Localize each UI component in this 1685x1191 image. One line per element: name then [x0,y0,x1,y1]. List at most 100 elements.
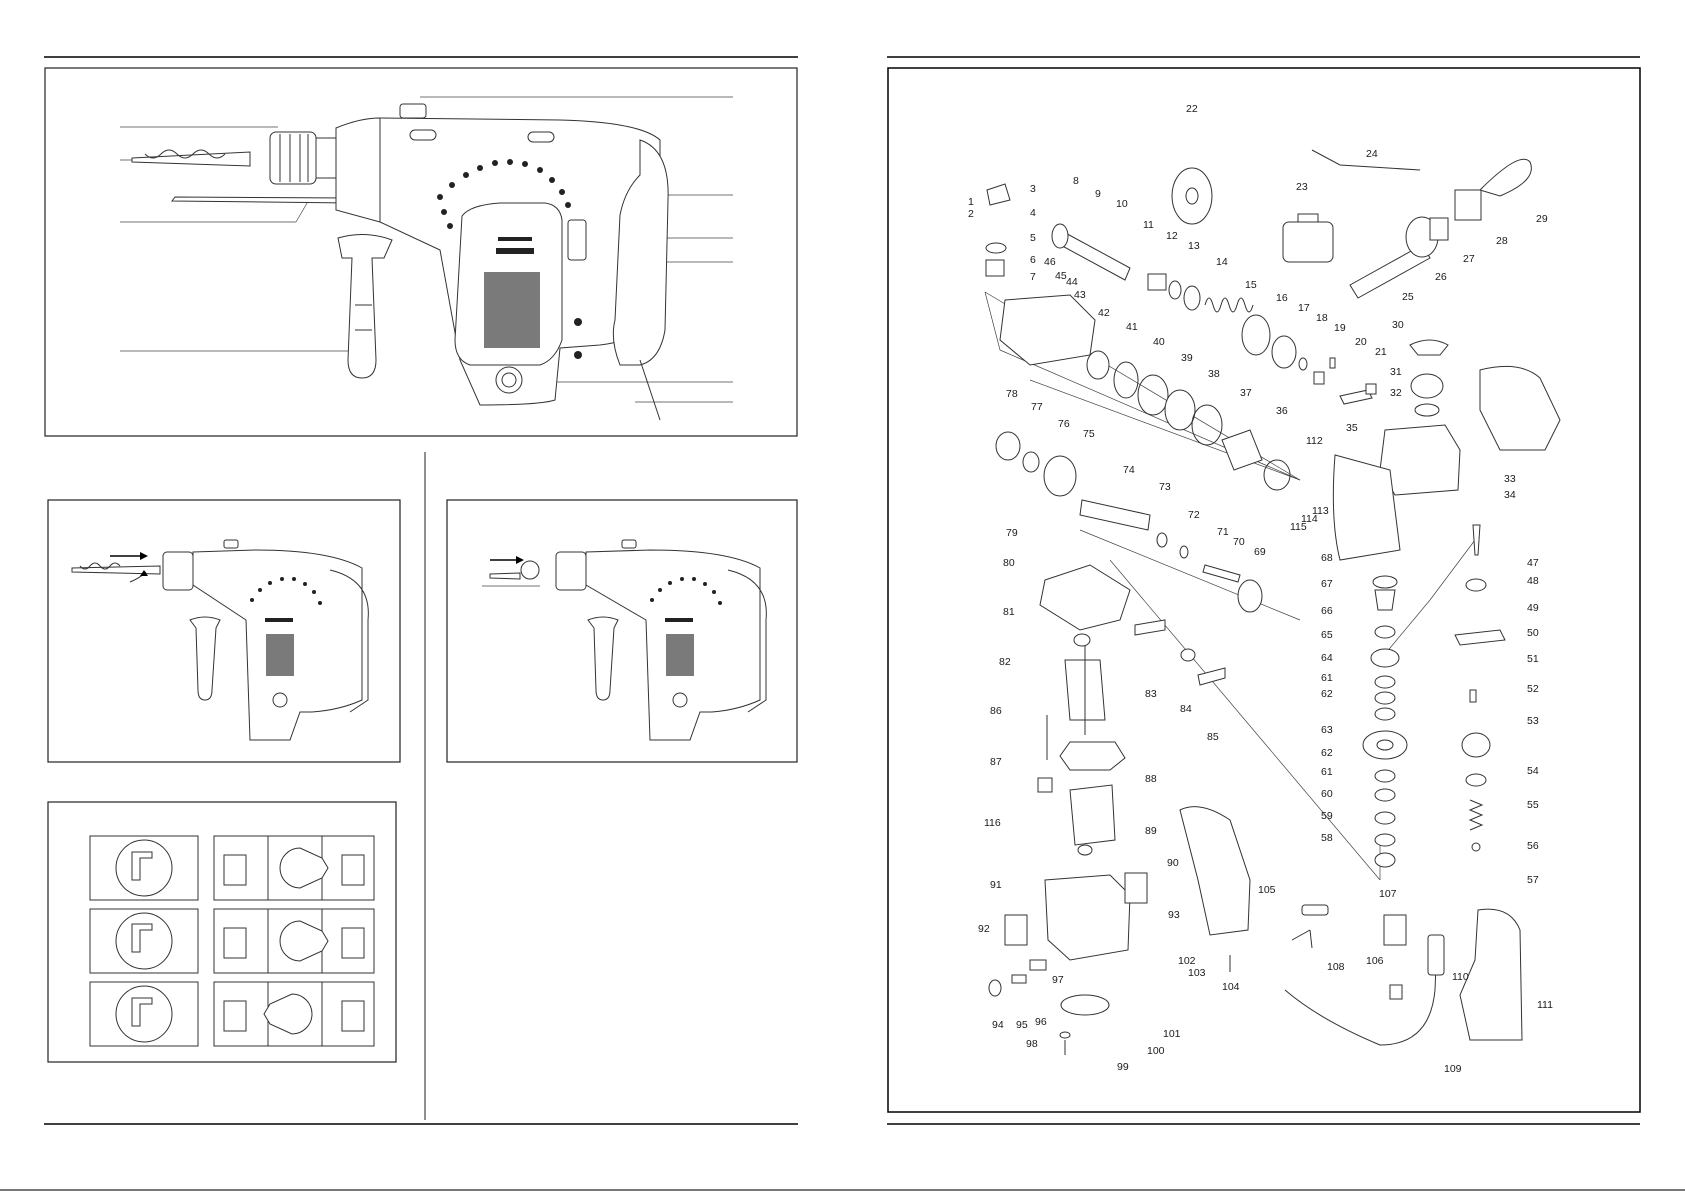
part-shape-60 [1374,811,1396,825]
part-shape-63 [1362,730,1408,760]
part-label-2: 2 [968,208,974,220]
part-shape-20 [1339,389,1373,405]
part-shape-40 [1137,374,1169,416]
rear-handle [612,139,669,366]
part-label-107: 107 [1379,888,1397,900]
part-label-89: 89 [1145,825,1157,837]
part-label-47: 47 [1527,557,1539,569]
part-label-82: 82 [999,656,1011,668]
speed-dial [495,366,523,394]
fig-insert-bit-frame [47,499,401,763]
mode-selector-diagrams [89,835,375,1047]
part-label-113: 113 [1312,505,1329,517]
part-shape-30 [1409,339,1449,356]
part-shape-33 [1479,365,1561,451]
chuck [269,131,317,185]
part-label-75: 75 [1083,428,1095,440]
part-shape-53 [1469,689,1477,703]
part-label-45: 45 [1055,270,1067,282]
part-shape-16 [1271,335,1297,369]
part-label-108: 108 [1327,961,1345,973]
part-label-95: 95 [1016,1019,1028,1031]
part-label-106: 106 [1366,955,1384,967]
part-label-5: 5 [1030,232,1036,244]
part-label-9: 9 [1095,188,1101,200]
part-shape-57 [1471,842,1481,852]
part-shape-95 [1011,974,1027,984]
part-shape-80 [1039,564,1131,631]
part-shape-41 [1113,361,1139,399]
part-label-15: 15 [1245,279,1257,291]
part-shape-91 [1044,874,1131,961]
part-shape-105 [1301,904,1329,916]
part-shape-58 [1374,852,1396,868]
part-labels: 1 2 3 4 5 6 7 8 9 10 11 12 13 14 15 16 1… [968,103,1553,1075]
part-shape-22 [1171,167,1213,225]
part-label-51: 51 [1527,653,1539,665]
part-shape-107 [1383,914,1407,946]
part-label-81: 81 [1003,606,1015,618]
part-label-50: 50 [1527,627,1539,639]
part-label-60: 60 [1321,788,1333,800]
part-shape-106 [1291,929,1313,949]
part-label-91: 91 [990,879,1002,891]
fig-insert-bit [71,539,369,741]
part-label-41: 41 [1126,321,1138,333]
trigger [567,219,587,261]
part-label-24: 24 [1366,148,1378,160]
part-label-18: 18 [1316,312,1328,324]
part-label-90: 90 [1167,857,1179,869]
drill-bit [131,151,251,167]
part-label-12: 12 [1166,230,1178,242]
part-shape-19 [1329,357,1336,369]
part-label-109: 109 [1444,1063,1462,1075]
part-shape-101 [1060,994,1110,1016]
exploded-view-frame [887,67,1641,1113]
depth-stop-rod [171,196,351,204]
part-shape-54 [1461,732,1491,758]
part-shape-31 [1410,373,1444,399]
part-shape-18 [1313,371,1325,385]
mode-knob-right [279,920,329,962]
part-shape-42 [1086,350,1110,380]
part-label-67: 67 [1321,578,1333,590]
part-label-115: 115 [1290,521,1307,533]
part-shape-51 [1454,629,1506,646]
part-label-48: 48 [1527,575,1539,587]
part-shape-77 [1022,451,1040,473]
part-label-97: 97 [1052,974,1064,986]
part-label-13: 13 [1188,240,1200,252]
part-shape-90 [1179,806,1251,936]
part-shape-7 [985,259,1005,277]
part-label-57: 57 [1527,874,1539,886]
part-shape-67 [1374,589,1396,611]
part-label-30: 30 [1392,319,1404,331]
part-shape-78 [995,431,1021,461]
part-label-4: 4 [1030,207,1036,219]
part-shape-21 [1365,383,1377,395]
part-label-43: 43 [1074,289,1086,301]
part-label-68: 68 [1321,552,1333,564]
part-label-58: 58 [1321,832,1333,844]
part-shape-87 [1037,777,1053,793]
part-shape-49 [1465,578,1487,592]
part-shape-116 [1077,844,1093,856]
part-label-8: 8 [1073,175,1079,187]
part-label-64: 64 [1321,652,1333,664]
part-shape-13 [1183,285,1201,311]
part-label-93: 93 [1168,909,1180,921]
part-label-44: 44 [1066,276,1078,288]
part-shape-92 [1004,914,1028,946]
part-label-92: 92 [978,923,990,935]
part-shape-35 [1332,454,1401,561]
part-label-103: 103 [1188,967,1206,979]
part-shape-81 [1073,633,1091,647]
part-label-35: 35 [1346,422,1358,434]
part-label-71: 71 [1217,526,1229,538]
part-label-19: 19 [1334,322,1346,334]
part-shape-37 [1221,429,1263,471]
part-shape-32 [1414,403,1440,417]
part-shape-76 [1043,455,1077,497]
part-shape-85 [1197,667,1226,686]
part-label-3: 3 [1030,183,1036,195]
